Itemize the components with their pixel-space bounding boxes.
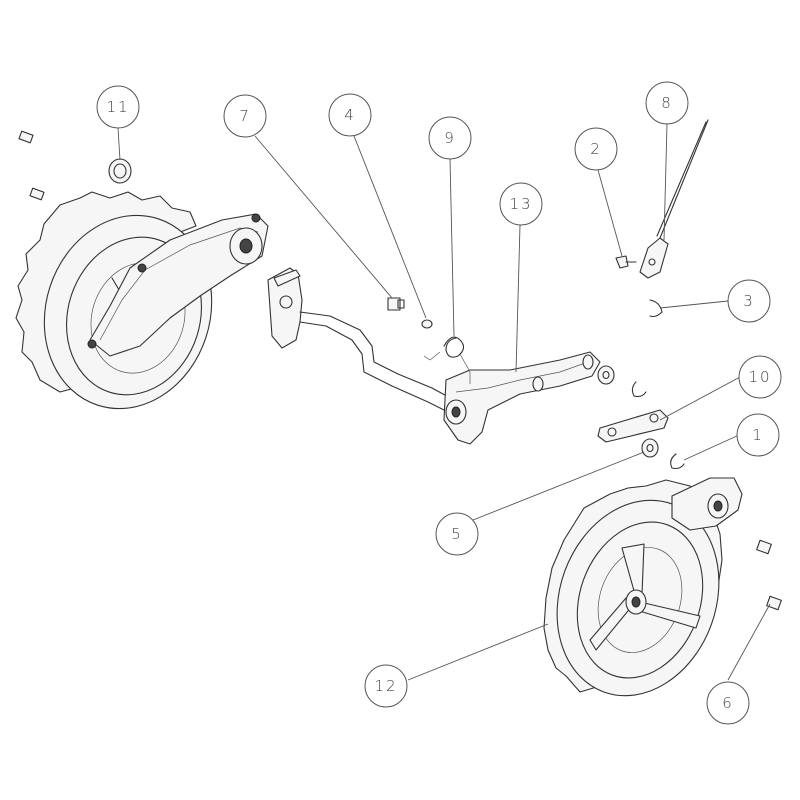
- callout-label: 3: [743, 292, 755, 310]
- leader-1: [683, 434, 740, 461]
- leader-5: [457, 451, 645, 527]
- leader-lines: [117, 123, 771, 681]
- callout-7: 7: [223, 94, 267, 138]
- leader-3: [659, 300, 729, 309]
- callout-5: 5: [435, 512, 479, 556]
- callout-label: 5: [451, 525, 463, 543]
- leader-12: [407, 623, 549, 681]
- leader-10: [659, 376, 741, 421]
- leader-2: [597, 169, 623, 257]
- callout-1: 1: [736, 413, 780, 457]
- leader-11: [117, 127, 121, 161]
- callout-2: 2: [574, 127, 618, 171]
- callout-8: 8: [645, 81, 689, 125]
- callout-12: 12: [364, 664, 408, 708]
- leader-13: [515, 224, 521, 373]
- callout-label: 2: [590, 140, 602, 158]
- callout-3: 3: [727, 279, 771, 323]
- callout-label: 1: [752, 426, 764, 444]
- right-hardware-parts: [597, 119, 782, 611]
- callout-13: 13: [499, 182, 543, 226]
- callout-label: 12: [374, 677, 397, 695]
- callouts: 11 7 4 9 13 2 8 3: [96, 81, 782, 725]
- callout-4: 4: [328, 93, 372, 137]
- callout-label: 13: [509, 195, 532, 213]
- axle-lever-assembly: [267, 267, 601, 445]
- callout-label: 6: [722, 694, 734, 712]
- leader-7: [254, 135, 393, 299]
- callout-10: 10: [738, 355, 782, 399]
- callout-11: 11: [96, 85, 140, 129]
- callout-label: 4: [344, 106, 356, 124]
- callout-label: 7: [239, 107, 251, 125]
- callout-label: 10: [748, 368, 771, 386]
- leader-9: [449, 158, 455, 337]
- leader-4: [353, 135, 427, 319]
- left-wheel-assembly: [15, 130, 269, 410]
- callout-label: 11: [106, 98, 129, 116]
- callout-9: 9: [428, 116, 472, 160]
- leader-8: [663, 123, 668, 241]
- callout-6: 6: [706, 681, 750, 725]
- leader-6: [727, 603, 771, 681]
- right-wheel-assembly: [543, 477, 743, 697]
- callout-label: 8: [661, 94, 673, 112]
- callout-label: 9: [444, 129, 456, 147]
